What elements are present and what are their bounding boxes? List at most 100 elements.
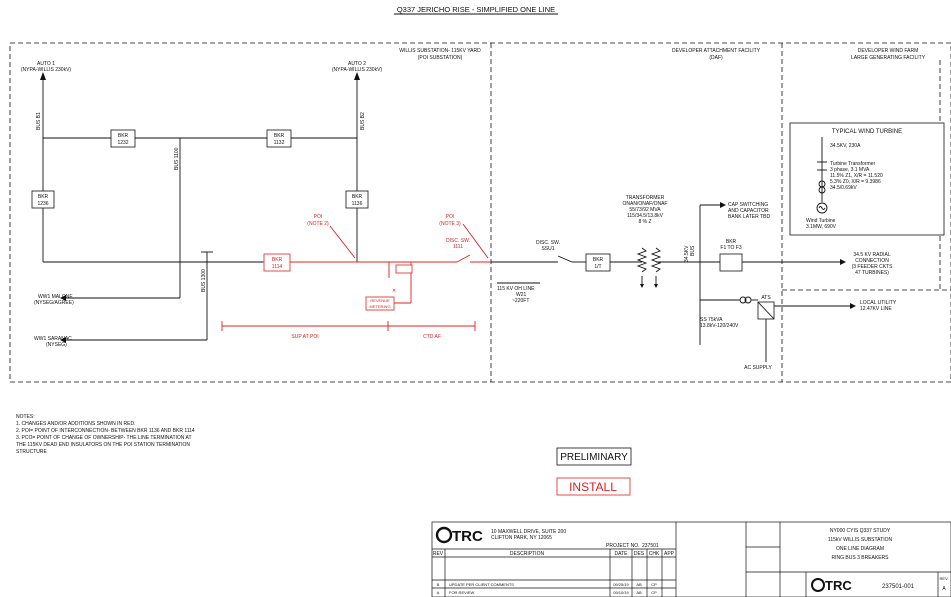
svg-text:1114: 1114	[272, 264, 283, 270]
svg-text:BKR: BKR	[38, 194, 49, 200]
auto1-arrow-icon	[40, 72, 46, 80]
preliminary-stamp	[556, 447, 632, 466]
svg-text:CLIFTON PARK, NY 12065: CLIFTON PARK, NY 12065	[491, 535, 552, 541]
svg-text:BANK LATER TBD: BANK LATER TBD	[728, 214, 770, 220]
breaker-f1-f3[interactable]: BKR F1 TO F3	[719, 239, 743, 272]
transformer-icon	[636, 247, 662, 288]
header-chk: CHK	[649, 551, 660, 557]
breaker-1114[interactable]: BKR 1114	[263, 253, 291, 272]
svg-text:(NOTE 3): (NOTE 3)	[439, 221, 461, 227]
svg-text:TRC: TRC	[452, 528, 483, 545]
windfarm-area-label: DEVELOPER WIND FARM	[858, 48, 919, 54]
saranac-arrow-icon	[60, 337, 66, 343]
scope-ctd-label: CTD AF	[423, 334, 441, 340]
svg-text:34.5/0.69kV: 34.5/0.69kV	[830, 185, 857, 191]
malone-arrow-icon	[60, 295, 66, 301]
local-utility-arrow-icon	[850, 303, 856, 309]
breaker-1t[interactable]: BKR 1/T	[585, 253, 611, 272]
revenue-metering[interactable]: ✕ REVENUE METERING	[365, 262, 413, 311]
ats-switch[interactable]: ATS	[757, 295, 775, 320]
svg-text:5.3% Z0, X/R = 9.3986: 5.3% Z0, X/R = 9.3986	[830, 179, 881, 185]
note-2: 2. POI= POINT OF INTERCONNECTION- BETWEE…	[16, 428, 195, 434]
radial-label: 34.5 KV RADIAL	[853, 252, 890, 258]
oh-line-label: 115 KV OH LINE	[497, 286, 535, 292]
note-1: 1. CHANGES AND/OR ADDITIONS SHOWN IN RED…	[16, 421, 135, 427]
switch-1111-label: DISC. SW.	[446, 238, 470, 244]
svg-text:ONAN/ONAF/ONAF: ONAN/ONAF/ONAF	[622, 201, 667, 207]
svg-text:09/10/19: 09/10/19	[613, 590, 629, 595]
svg-text:CONNECTION: CONNECTION	[855, 258, 889, 264]
attachment-area-label: DEVELOPER ATTACHMENT FACILITY	[672, 48, 761, 54]
svg-text:BKR: BKR	[272, 257, 283, 263]
svg-text:(3 FEEDER CKTS: (3 FEEDER CKTS	[852, 264, 894, 270]
svg-text:55/73/92 MVA: 55/73/92 MVA	[629, 207, 661, 213]
svg-text:(NYSEG): (NYSEG)	[46, 342, 67, 348]
turbine-schematic-icon	[816, 137, 828, 214]
svg-text:CP: CP	[651, 590, 657, 595]
drawing-title-line-3: ONE LINE DIAGRAM	[836, 546, 884, 552]
svg-text:(NYPA-WILLIS 230kV): (NYPA-WILLIS 230kV)	[332, 67, 383, 73]
transformer-label: TRANSFORMER	[626, 195, 665, 201]
turbine-title: TYPICAL WIND TURBINE	[832, 129, 902, 135]
notes-title: NOTES:	[16, 414, 35, 420]
poi-right-leader	[462, 223, 489, 259]
bus-1100-label: BUS 1100	[174, 147, 180, 170]
switch-ssu1-blade	[557, 255, 573, 263]
typical-wind-turbine-box	[789, 122, 945, 236]
saranac-label: WW1 SARANAC	[34, 336, 72, 342]
local-utility-label: LOCAL UTILITY	[860, 300, 897, 306]
revision-row: A FOR REVIEW 09/10/19 AB CP	[437, 590, 657, 595]
svg-text:12.47KV LINE: 12.47KV LINE	[860, 306, 892, 312]
svg-text:1232: 1232	[117, 140, 128, 146]
svg-text:115/34.5/13.8kV: 115/34.5/13.8kV	[627, 213, 664, 219]
switch-ssu1-label: DISC. SW.	[536, 240, 560, 246]
drawing-number: 237501-001	[882, 584, 915, 590]
header-app: APP	[664, 551, 675, 557]
svg-text:BKR: BKR	[726, 239, 737, 245]
cap-bank-arrow-icon	[720, 202, 726, 208]
svg-text:(NYSEG/AGREE): (NYSEG/AGREE)	[34, 300, 74, 306]
auto2-arrow-icon	[354, 72, 360, 80]
willis-area-label: WILLIS SUBSTATION- 115KV YARD	[399, 48, 481, 54]
revenue-x-icon: ✕	[392, 288, 396, 294]
revision-row: B UPDATE PER CLIENT COMMENTS 09/25/19 AB…	[437, 582, 657, 587]
svg-text:AB: AB	[636, 582, 642, 587]
svg-text:3.1MW, 690V: 3.1MW, 690V	[806, 224, 837, 230]
svg-text:3 phase, 3.1 MVA: 3 phase, 3.1 MVA	[830, 167, 870, 173]
svg-text:13.8kV-120/240V: 13.8kV-120/240V	[700, 323, 739, 329]
project-no: 237501	[642, 543, 659, 549]
svg-text:TRC: TRC	[825, 578, 852, 593]
header-description: DESCRIPTION	[510, 551, 545, 557]
svg-text:UPDATE PER CLIENT COMMENTS: UPDATE PER CLIENT COMMENTS	[449, 582, 514, 587]
svg-text:1111: 1111	[453, 244, 463, 250]
breaker-1132[interactable]: BKR 1132	[266, 129, 292, 148]
note-3-cont-2: STRUCTURE	[16, 449, 47, 455]
radial-arrow-icon	[840, 259, 846, 265]
switch-1111-blade	[456, 254, 471, 263]
svg-text:B: B	[437, 582, 440, 587]
breaker-1236[interactable]: BKR 1236	[31, 190, 55, 209]
wind-generator-label: Wind Turbine	[806, 218, 836, 224]
svg-text:1132: 1132	[274, 140, 285, 146]
svg-text:AND CAPACITOR: AND CAPACITOR	[728, 208, 769, 214]
cap-bank-label: CAP SWITCHING	[728, 202, 768, 208]
svg-text:W21: W21	[516, 292, 527, 298]
note-3: 3. PCO= POINT OF CHANGE OF OWNERSHIP- TH…	[16, 435, 192, 441]
svg-text:SSU1: SSU1	[541, 246, 554, 252]
svg-text:FOR REVIEW: FOR REVIEW	[449, 590, 475, 595]
svg-text:(POI SUBSTATION): (POI SUBSTATION)	[418, 55, 463, 61]
svg-text:1236: 1236	[37, 201, 48, 207]
trc-address: 10 MAXWELL DRIVE, SUITE 200	[491, 529, 566, 535]
malone-label: WW1 MALONE	[38, 294, 73, 300]
drawing-title-line-4: RING BUS 3 BREAKERS	[832, 555, 890, 561]
svg-text:BKR: BKR	[274, 133, 285, 139]
breaker-1136[interactable]: BKR 1136	[345, 190, 369, 209]
svg-text:BUS: BUS	[690, 245, 696, 256]
station-service-transformer-icon	[739, 296, 752, 304]
breaker-1232[interactable]: BKR 1232	[110, 129, 136, 148]
poi-left-leader	[329, 225, 356, 259]
header-date: DATE	[615, 551, 629, 557]
svg-text:ATS: ATS	[761, 295, 771, 301]
svg-text:~220FT: ~220FT	[512, 298, 529, 304]
